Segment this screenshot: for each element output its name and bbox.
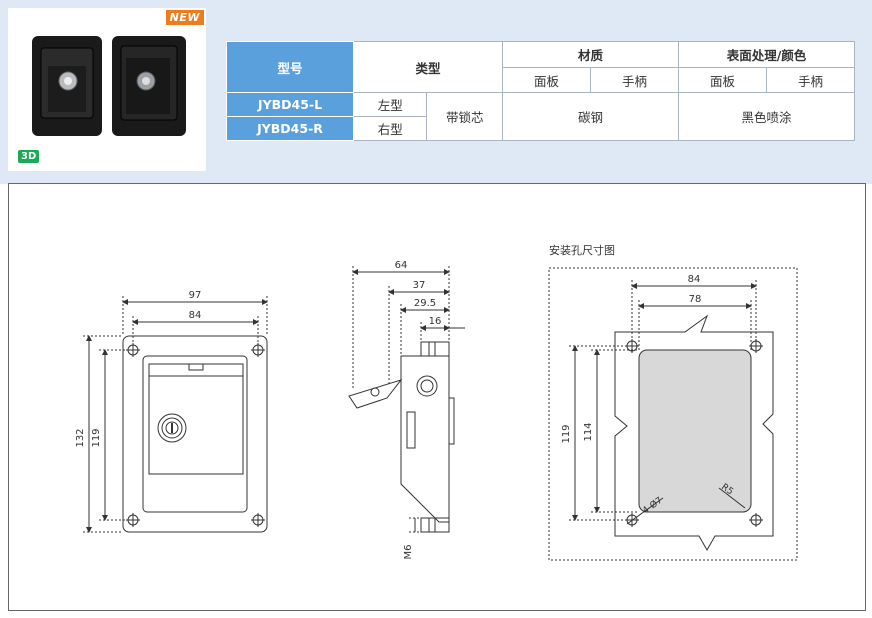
- side-dim-64: 64: [395, 260, 408, 271]
- side-dim-29-5: 29.5: [414, 298, 436, 309]
- mount-dim-114: 114: [583, 422, 594, 441]
- mount-dim-78: 78: [689, 294, 702, 305]
- surface-value-cell: 黑色喷涂: [678, 92, 855, 141]
- 3d-badge[interactable]: 3D: [18, 150, 40, 163]
- type-cell-l: 左型: [352, 92, 428, 117]
- lock-type-cell: 带锁芯: [426, 92, 503, 141]
- new-badge: NEW: [165, 10, 204, 25]
- side-dim-m6: M6: [403, 545, 414, 560]
- front-dim-119: 119: [91, 428, 102, 447]
- product-photo: NEW 3D: [8, 8, 206, 171]
- technical-drawing: 97 84 132 119: [75, 243, 798, 561]
- header-type: 类型: [353, 41, 503, 93]
- side-view: [348, 266, 465, 533]
- material-value-cell: 碳钢: [502, 92, 679, 141]
- header-model: 型号: [226, 41, 354, 93]
- header-surface: 表面处理/颜色: [678, 41, 855, 68]
- spec-table: 型号 类型 材质 表面处理/颜色 面板 手柄 面板 手柄 JYBD45-L 左型…: [226, 41, 855, 141]
- mount-title: 安装孔尺寸图: [549, 243, 615, 257]
- mount-dim-84: 84: [688, 274, 701, 285]
- header-surface-panel: 面板: [678, 67, 767, 93]
- side-dim-37: 37: [413, 280, 426, 291]
- product-photo-illustration: [32, 36, 186, 136]
- header-material-panel: 面板: [502, 67, 591, 93]
- header-material-handle: 手柄: [590, 67, 679, 93]
- model-cell-l: JYBD45-L: [226, 92, 354, 117]
- header-material: 材质: [502, 41, 679, 68]
- mount-diagram: [548, 267, 798, 561]
- front-view: [83, 296, 268, 533]
- header-surface-handle: 手柄: [766, 67, 855, 93]
- mount-dim-119: 119: [561, 424, 572, 443]
- model-cell-r: JYBD45-R: [226, 116, 354, 141]
- front-dim-132: 132: [75, 428, 86, 447]
- side-dim-16: 16: [429, 316, 442, 327]
- product-info-panel: NEW 3D 型号 类型 材质 表面处理/颜色 面板 手柄 面板 手柄 JYBD…: [0, 0, 872, 184]
- technical-drawing-frame: 97 84 132 119: [8, 183, 866, 611]
- front-dim-84: 84: [189, 310, 202, 321]
- type-cell-r: 右型: [352, 116, 428, 141]
- front-dim-97: 97: [189, 290, 202, 301]
